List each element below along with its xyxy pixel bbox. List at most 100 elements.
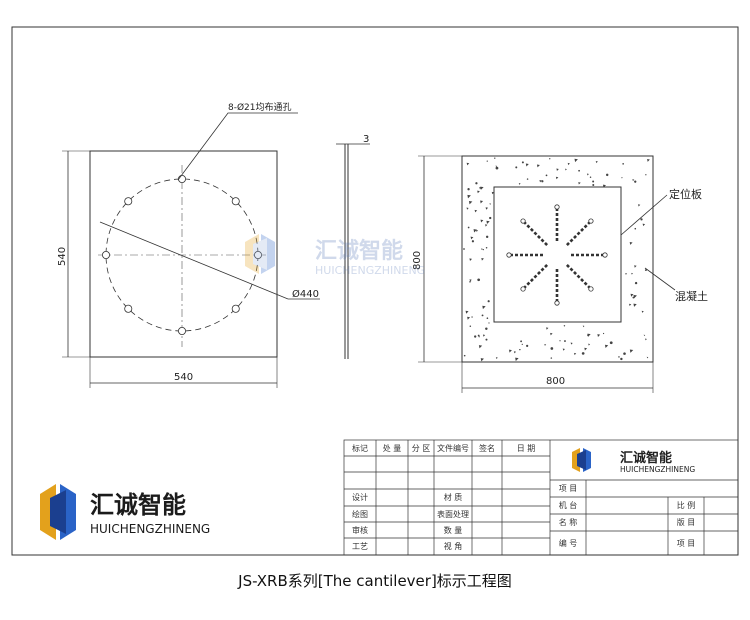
concrete-dot	[485, 235, 489, 239]
title-block-header: 签名	[479, 443, 495, 453]
title-block-pinyin: HUICHENGZHINENG	[620, 465, 695, 474]
concrete-dot	[474, 335, 477, 338]
concrete-dot	[589, 176, 592, 178]
title-block-header: 标记	[352, 443, 368, 453]
concrete-dot	[487, 300, 490, 303]
concrete-aggregate	[588, 343, 591, 346]
concrete-dot	[581, 352, 585, 355]
concrete-dot	[482, 248, 484, 251]
concrete-aggregate	[604, 344, 609, 348]
concrete-dot	[463, 248, 465, 250]
concrete-aggregate	[475, 229, 479, 232]
bolt-hole	[124, 197, 133, 206]
concrete-aggregate	[518, 182, 521, 185]
concrete-aggregate	[469, 281, 472, 284]
concrete-aggregate	[482, 305, 486, 310]
title-block-left-label: 材 质	[444, 492, 463, 502]
concrete-dot	[495, 166, 499, 170]
concrete-aggregate	[634, 265, 637, 268]
anchor-bolt	[565, 220, 592, 247]
title-block-logo-icon	[572, 448, 591, 472]
concrete-dot	[632, 296, 635, 299]
concrete-dot	[475, 182, 478, 185]
positioning-plate-label: 定位板	[669, 187, 702, 201]
concrete-aggregate	[486, 220, 490, 225]
concrete-dot	[463, 354, 466, 357]
concrete-aggregate	[629, 241, 633, 245]
bolt-hole	[124, 304, 133, 313]
concrete-aggregate	[574, 352, 577, 356]
concrete-dot	[605, 173, 609, 177]
title-block-left-label: 设计	[352, 492, 368, 502]
thickness-label: 3	[363, 134, 369, 145]
concrete-dot	[592, 180, 595, 183]
concrete-aggregate	[467, 316, 471, 320]
bolt-hole	[102, 250, 111, 259]
concrete-aggregate	[478, 345, 483, 349]
concrete-aggregate	[480, 219, 484, 223]
title-block-left-label: 工艺	[352, 542, 368, 551]
anchor-head	[554, 204, 560, 210]
concrete-dot	[488, 322, 490, 324]
watermark: 汇诚智能 HUICHENGZHINENG	[245, 234, 425, 277]
bolt-hole	[253, 250, 262, 259]
logo-pinyin: HUICHENGZHINENG	[90, 522, 210, 536]
bolt-hole	[231, 197, 240, 206]
concrete-aggregate	[562, 348, 565, 351]
anchor-head	[520, 218, 526, 224]
concrete-dot	[634, 227, 637, 230]
concrete-aggregate	[567, 162, 570, 166]
concrete-dot	[640, 218, 643, 221]
concrete-dot	[519, 348, 521, 351]
title-block-left-label: 绘图	[352, 509, 368, 519]
hole-spec-label: 8-Ø21均布通孔	[228, 101, 292, 113]
concrete-aggregate	[629, 303, 632, 307]
concrete-label-leader	[644, 267, 676, 291]
concrete-aggregate	[515, 357, 519, 362]
concrete-dot	[477, 334, 480, 337]
logo-brand: 汇诚智能	[90, 491, 186, 519]
concrete-dot	[489, 216, 492, 220]
concrete-aggregate	[556, 168, 559, 171]
plate-front-view: 8-Ø21均布通孔 Ø440 540 540	[57, 101, 320, 388]
concrete-aggregate	[633, 294, 637, 299]
concrete-aggregate	[621, 176, 623, 179]
concrete-aggregate	[474, 209, 478, 213]
title-block-right-label: 项 目	[677, 539, 696, 548]
anchor-head	[588, 218, 594, 224]
concrete-aggregate	[586, 334, 589, 337]
concrete-dot	[520, 340, 523, 343]
concrete-aggregate	[632, 179, 635, 182]
concrete-aggregate	[485, 224, 488, 227]
concrete-dot	[471, 316, 473, 318]
concrete-dot	[620, 357, 623, 361]
concrete-aggregate	[555, 176, 559, 180]
concrete-aggregate	[480, 358, 484, 362]
concrete-dot	[526, 178, 529, 180]
concrete-aggregate	[470, 236, 474, 240]
title-block-left-label: 数 量	[444, 525, 463, 535]
title-block-logo: 汇诚智能 HUICHENGZHINENG	[572, 448, 695, 474]
title-block	[343, 439, 739, 556]
emb-width-label: 800	[546, 376, 565, 387]
concrete-aggregate	[481, 257, 484, 261]
concrete-aggregate	[525, 163, 529, 167]
concrete-aggregate	[466, 207, 469, 210]
concrete-dot	[549, 158, 551, 160]
anchor-head	[506, 252, 512, 258]
embedded-view: 定位板 混凝土 800 800	[412, 155, 708, 393]
concrete-dot	[550, 347, 554, 350]
concrete-dot	[564, 340, 566, 342]
title-block-right-label: 机 台	[559, 500, 578, 510]
concrete-aggregate	[570, 342, 573, 345]
plate-outline	[89, 150, 278, 358]
width-dim-label: 540	[174, 372, 193, 383]
title-block-brand: 汇诚智能	[620, 450, 672, 466]
title-block-left-label: 视 角	[444, 541, 463, 551]
concrete-aggregate	[485, 207, 489, 210]
anchor-bolts	[506, 204, 608, 306]
concrete-dot	[521, 161, 524, 164]
concrete-dot	[550, 357, 553, 359]
plate-label-leader	[620, 194, 668, 236]
